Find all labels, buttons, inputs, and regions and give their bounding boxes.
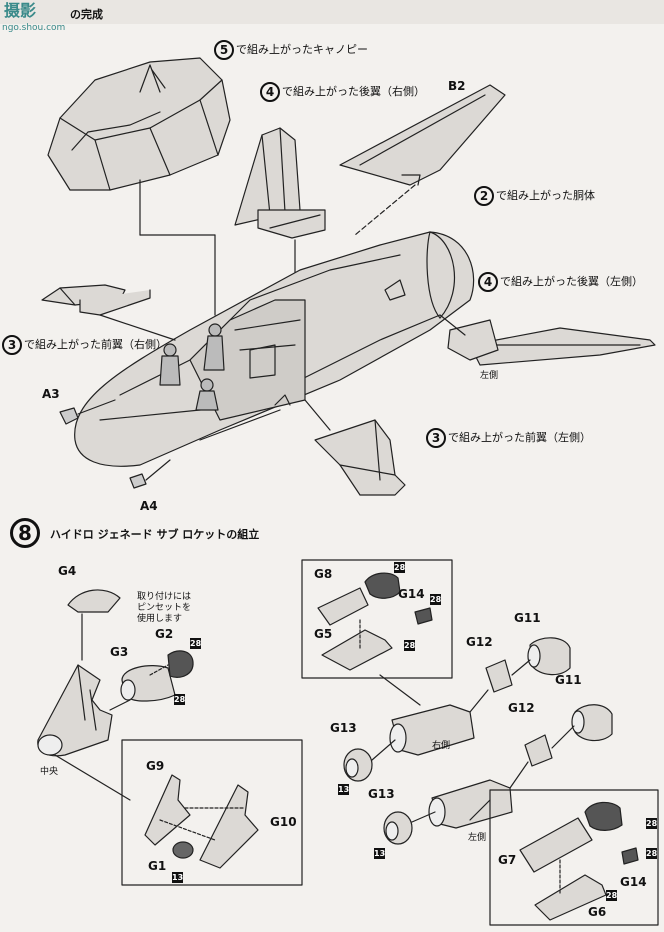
color-badge: 28 bbox=[646, 818, 658, 829]
part-g5: G5 bbox=[314, 627, 333, 641]
label-center: 中央 bbox=[40, 767, 59, 777]
part-g10: G10 bbox=[270, 815, 297, 829]
part-g11: G11 bbox=[514, 611, 541, 625]
color-badge: 28 bbox=[394, 562, 406, 573]
rear-wing-right-drawing bbox=[234, 127, 326, 239]
part-g2: G2 bbox=[155, 627, 174, 641]
part-g14: G14 bbox=[398, 587, 425, 601]
label-left-side: 左側 bbox=[480, 371, 499, 381]
top-title: の完成 bbox=[70, 8, 103, 21]
label-b2: B2 bbox=[448, 79, 466, 93]
part-g13: G13 bbox=[330, 721, 357, 735]
color-badge: 28 bbox=[404, 640, 416, 651]
part-g1: G1 bbox=[148, 859, 167, 873]
color-badge: 28 bbox=[430, 594, 442, 605]
label-a3: A3 bbox=[42, 387, 60, 401]
label-a4: A4 bbox=[140, 499, 158, 513]
logo-text: 摄影 bbox=[4, 1, 37, 20]
tweezers-note: 取り付けには ピンセットを 使用します bbox=[137, 592, 192, 624]
color-badge: 28 bbox=[174, 694, 186, 705]
rear-wing-left-drawing bbox=[447, 319, 656, 366]
b2-wing-drawing bbox=[339, 84, 506, 186]
part-g9: G9 bbox=[146, 759, 165, 773]
fuselage-drawing bbox=[74, 231, 475, 467]
step-8-title: ハイドロ ジェネード サブ ロケットの組立 bbox=[50, 528, 260, 541]
part-g12: G12 bbox=[466, 635, 493, 649]
part-g6: G6 bbox=[588, 905, 607, 919]
canopy-drawing bbox=[47, 57, 231, 191]
detail-box-center bbox=[121, 739, 303, 886]
color-badge: 28 bbox=[190, 638, 202, 649]
color-badge: 28 bbox=[606, 890, 618, 901]
part-g13: G13 bbox=[368, 787, 395, 801]
label-left: 左側 bbox=[468, 833, 487, 843]
color-badge: 13 bbox=[374, 848, 386, 859]
label-right: 右側 bbox=[432, 741, 451, 751]
site-name: ngo.shou.com bbox=[2, 23, 66, 33]
part-g7: G7 bbox=[498, 853, 517, 867]
color-badge: 13 bbox=[172, 872, 184, 883]
step-8-number: 8 bbox=[10, 518, 40, 548]
part-g3: G3 bbox=[110, 645, 129, 659]
part-g14: G14 bbox=[620, 875, 647, 889]
front-wing-right-drawing bbox=[41, 284, 151, 316]
detail-box-right-top bbox=[301, 559, 453, 679]
color-badge: 13 bbox=[338, 784, 350, 795]
front-wing-left-drawing bbox=[314, 419, 406, 496]
part-g11: G11 bbox=[555, 673, 582, 687]
part-g8: G8 bbox=[314, 567, 333, 581]
color-badge: 28 bbox=[646, 848, 658, 859]
part-g12: G12 bbox=[508, 701, 535, 715]
detail-box-right-bottom bbox=[489, 789, 659, 926]
part-g4: G4 bbox=[58, 564, 77, 578]
